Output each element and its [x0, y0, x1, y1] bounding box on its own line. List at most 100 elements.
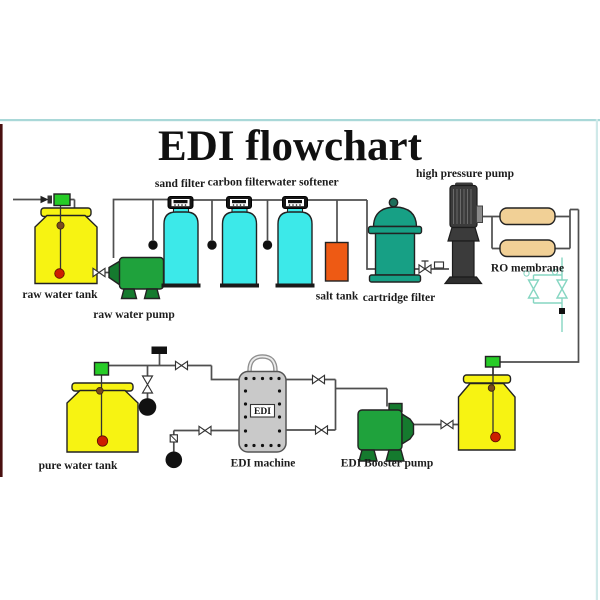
- valve-icon: [198, 425, 212, 436]
- raw-water-tank: [34, 207, 98, 285]
- label-edi-booster-pump: EDI Booster pump: [341, 458, 433, 470]
- t-handle-valve: [151, 346, 167, 354]
- label-raw-water-pump: raw water pump: [93, 309, 175, 321]
- edi-machine: EDI: [238, 354, 287, 453]
- gauge-ball: [262, 240, 273, 250]
- carbon-filter: [220, 196, 259, 288]
- pipe-segment: [555, 208, 579, 250]
- level-sensor-dot: [96, 386, 104, 395]
- filter-knob: [388, 197, 399, 208]
- concentrate-valve-icon: [555, 279, 569, 299]
- pump-foot: [385, 449, 405, 462]
- motor-ribs: [453, 189, 472, 224]
- left-edge-artifact: [0, 124, 3, 477]
- high-pressure-pump: [443, 182, 483, 285]
- pump-outlet-cone: [401, 412, 415, 446]
- pump-foot: [120, 288, 138, 300]
- pump-body: [118, 256, 165, 290]
- control-valve-head: [226, 196, 252, 209]
- salt-tank: [324, 241, 349, 282]
- pump-body: [357, 409, 403, 451]
- gauge-ball: [148, 240, 158, 250]
- valve-wheel-icon: [551, 268, 559, 276]
- edi-nameplate-text: EDI: [254, 407, 271, 417]
- pump-outlet-port: [476, 205, 483, 223]
- tank-body: [34, 214, 98, 285]
- pump-foot: [358, 449, 378, 462]
- pump-foot: [143, 288, 161, 300]
- pipe-segment: [532, 298, 563, 308]
- label-raw-water-tank: raw water tank: [22, 289, 98, 301]
- label-high-pressure-pump: high pressure pump: [416, 168, 514, 180]
- vessel-base: [220, 283, 259, 288]
- raw-tank-level-sensor: [54, 205, 65, 279]
- edi-booster-pump: [357, 402, 415, 462]
- pipe-fitting: [433, 261, 445, 269]
- filter-dome: [372, 206, 418, 228]
- raw-water-pump: [108, 256, 165, 300]
- pipe-segment: [366, 200, 376, 270]
- vessel-body: [221, 211, 258, 286]
- gauge-ball: [207, 240, 217, 250]
- pump-base: [443, 276, 483, 285]
- valve-icon: [418, 263, 432, 275]
- pipe-segment: [335, 387, 388, 407]
- valve-icon: [141, 375, 154, 394]
- pipe-segment: [500, 209, 580, 363]
- vessel-base: [161, 283, 201, 288]
- valves-and-gauges: [92, 240, 454, 469]
- filter-flange: [367, 225, 423, 235]
- pump-column: [451, 240, 475, 278]
- tank-top-valve: [484, 355, 501, 368]
- membrane-vessel: [499, 207, 556, 226]
- edi-bolts: [243, 376, 282, 448]
- inlet-fitting: [47, 195, 52, 204]
- tank-top-valve: [93, 361, 110, 376]
- concentrate-loop: [523, 257, 569, 332]
- inlet-valve: [53, 193, 71, 207]
- product-water-tank: [457, 374, 516, 451]
- level-sensor-dot: [56, 221, 65, 230]
- valve-icon: [92, 267, 106, 278]
- ro-membrane: [499, 207, 556, 258]
- tank-body: [457, 382, 516, 451]
- vessel-body: [163, 211, 199, 286]
- vessel-base: [275, 283, 315, 288]
- inlet-arrow-icon: [40, 195, 49, 204]
- tank-body: [66, 389, 139, 453]
- sand-filter: [161, 196, 201, 288]
- water-softener: [275, 196, 315, 288]
- valve-wheel-icon: [523, 270, 530, 277]
- level-sensor-dot: [96, 435, 109, 447]
- filter-base: [368, 274, 422, 283]
- product-tank-level-sensor: [487, 367, 501, 443]
- control-valve-head: [282, 196, 308, 209]
- drain-ball: [165, 451, 183, 469]
- pipe-segment: [532, 274, 562, 280]
- level-sensor-dot: [54, 268, 65, 279]
- component-labels: raw water tank raw water pump sand filte…: [22, 168, 564, 472]
- label-ro-membrane: RO membrane: [491, 263, 564, 275]
- label-cartridge-filter: cartridge filter: [363, 292, 435, 304]
- label-sand-filter: sand filter: [155, 178, 205, 190]
- concentrate-valve-icon: [527, 279, 540, 299]
- edi-nameplate: [249, 403, 276, 418]
- cartridge-filter: [367, 197, 423, 283]
- label-carbon-filter: carbon filter: [208, 177, 270, 189]
- valve-stem: [421, 260, 429, 269]
- page-title: EDI flowchart: [158, 123, 423, 170]
- valve-icon: [311, 374, 326, 385]
- pipe-network: [13, 198, 580, 452]
- membrane-vessel: [499, 239, 556, 258]
- pure-tank-level-sensor: [96, 375, 109, 447]
- pipe-segment: [112, 198, 168, 258]
- tank-lid: [462, 374, 512, 384]
- level-sensor-dot: [487, 384, 496, 392]
- label-salt-tank: salt tank: [316, 291, 359, 303]
- label-pure-water-tank: pure water tank: [39, 460, 118, 472]
- filter-body: [374, 232, 416, 276]
- vessel-body: [277, 211, 313, 286]
- drain-fitting: [559, 308, 565, 314]
